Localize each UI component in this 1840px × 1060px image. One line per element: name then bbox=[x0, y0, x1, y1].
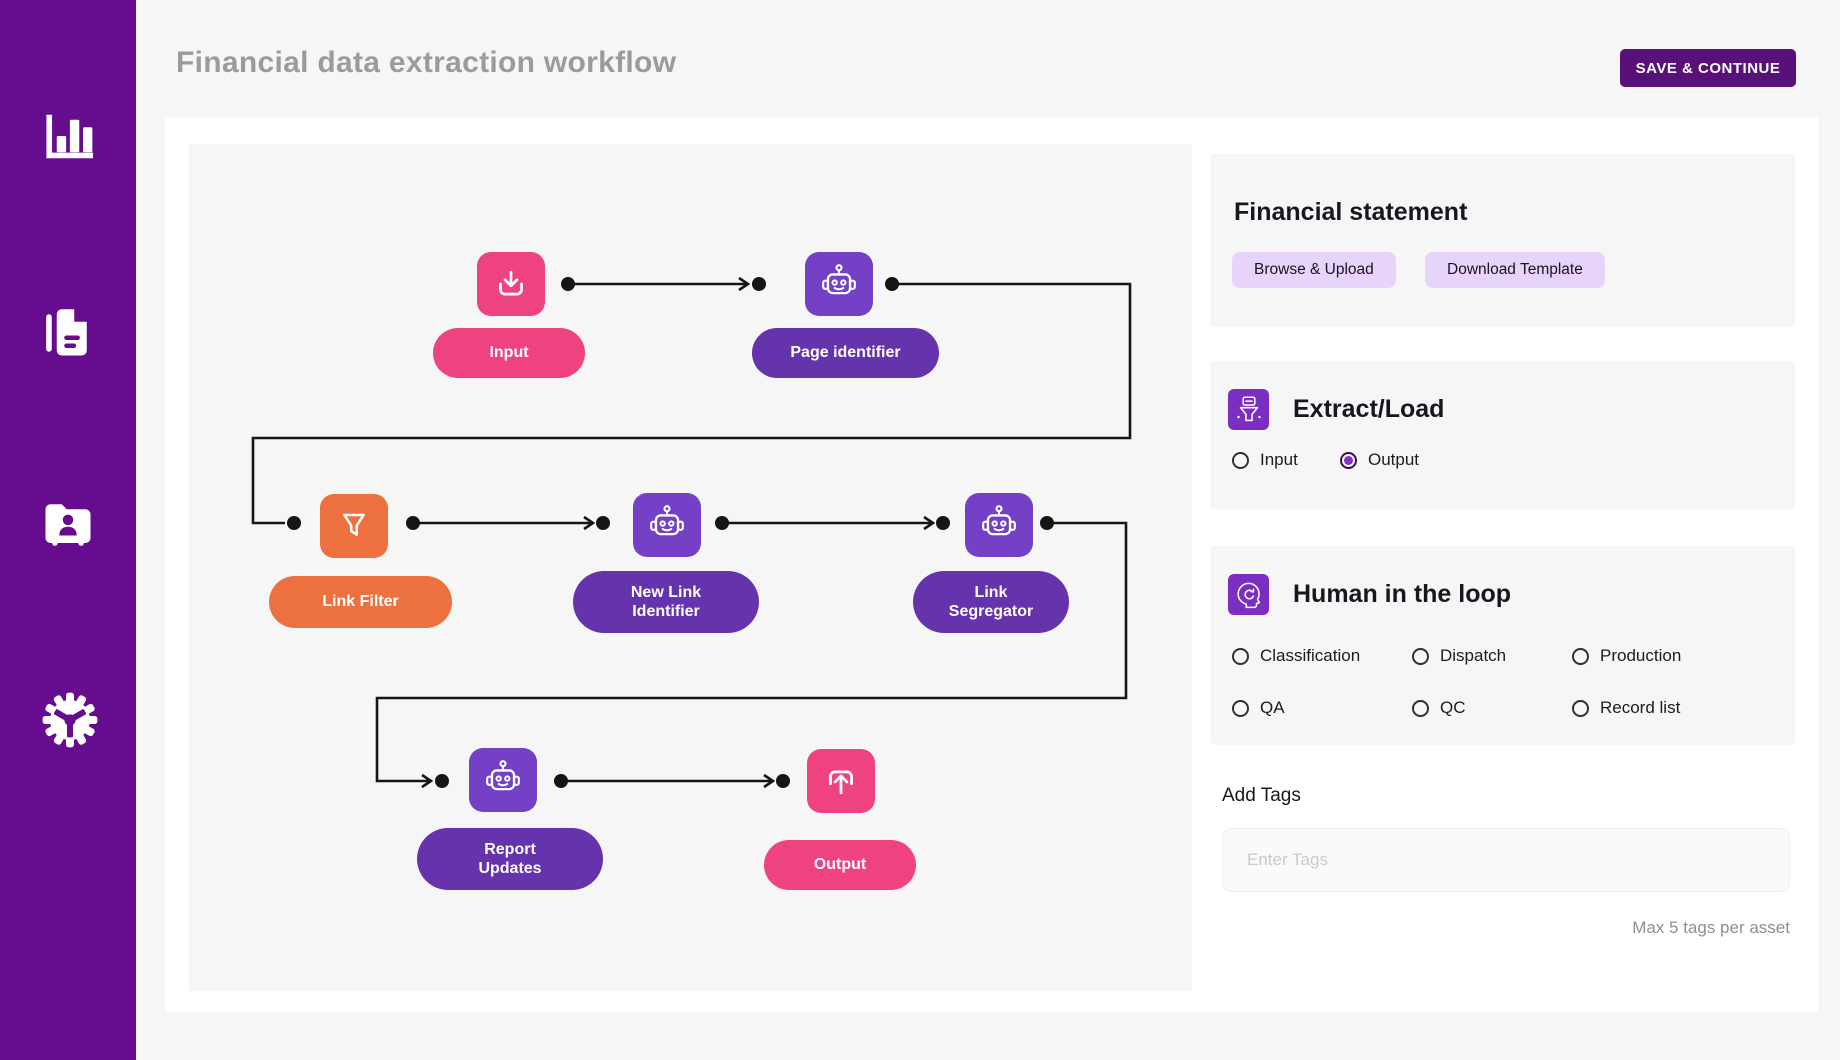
radio-circle bbox=[1412, 699, 1429, 717]
extract-load-card: Extract/Load Input Output bbox=[1210, 361, 1795, 509]
robot-icon bbox=[480, 757, 526, 803]
human-in-loop-icon bbox=[1228, 574, 1269, 615]
financial-statement-title: Financial statement bbox=[1234, 198, 1468, 226]
node-page-identifier-label[interactable]: Page identifier bbox=[752, 328, 939, 378]
node-link-filter-tile[interactable] bbox=[320, 494, 388, 558]
document-icon[interactable] bbox=[38, 303, 98, 363]
extract-load-title: Extract/Load bbox=[1293, 395, 1445, 423]
workflow-connectors bbox=[251, 276, 1132, 789]
download-template-button[interactable]: Download Template bbox=[1425, 252, 1605, 288]
radio-qc[interactable]: QC bbox=[1412, 698, 1466, 718]
robot-icon bbox=[816, 261, 862, 307]
upload-icon bbox=[819, 759, 863, 803]
radio-production[interactable]: Production bbox=[1572, 646, 1681, 666]
financial-statement-card: Financial statement Browse & Upload Down… bbox=[1210, 154, 1795, 327]
robot-icon bbox=[976, 502, 1022, 548]
gear-icon[interactable] bbox=[38, 688, 98, 748]
node-report-updates-label[interactable]: Report Updates bbox=[417, 828, 603, 890]
human-in-the-loop-title: Human in the loop bbox=[1293, 580, 1512, 608]
node-new-link-identifier-label[interactable]: New Link Identifier bbox=[573, 571, 759, 633]
radio-circle bbox=[1340, 451, 1357, 469]
radio-classification[interactable]: Classification bbox=[1232, 646, 1360, 666]
tags-input[interactable] bbox=[1222, 828, 1790, 892]
radio-circle bbox=[1572, 647, 1589, 665]
node-output-label[interactable]: Output bbox=[764, 840, 916, 890]
node-input-tile[interactable] bbox=[477, 252, 545, 316]
sidebar bbox=[0, 0, 136, 1060]
node-link-segregator-label[interactable]: Link Segregator bbox=[913, 571, 1069, 633]
folder-user-icon[interactable] bbox=[38, 493, 98, 553]
workflow-canvas: Input Page identifier bbox=[189, 144, 1192, 991]
radio-circle bbox=[1572, 699, 1589, 717]
node-report-updates-tile[interactable] bbox=[469, 748, 537, 812]
radio-extract-input[interactable]: Input bbox=[1232, 450, 1298, 470]
radio-circle bbox=[1232, 451, 1249, 469]
etl-icon bbox=[1228, 389, 1269, 430]
page-title: Financial data extraction workflow bbox=[176, 46, 677, 79]
save-continue-button[interactable]: SAVE & CONTINUE bbox=[1620, 49, 1796, 87]
radio-extract-output[interactable]: Output bbox=[1340, 450, 1419, 470]
funnel-icon bbox=[332, 504, 376, 548]
node-link-segregator-tile[interactable] bbox=[965, 493, 1033, 557]
bar-chart-icon[interactable] bbox=[38, 106, 98, 166]
download-icon bbox=[489, 262, 533, 306]
radio-circle bbox=[1232, 647, 1249, 665]
add-tags-label: Add Tags bbox=[1222, 785, 1301, 806]
radio-record-list[interactable]: Record list bbox=[1572, 698, 1680, 718]
node-input-label[interactable]: Input bbox=[433, 328, 585, 378]
radio-circle bbox=[1412, 647, 1429, 665]
node-page-identifier-tile[interactable] bbox=[805, 252, 873, 316]
radio-qa[interactable]: QA bbox=[1232, 698, 1285, 718]
browse-upload-button[interactable]: Browse & Upload bbox=[1232, 252, 1396, 288]
node-link-filter-label[interactable]: Link Filter bbox=[269, 576, 452, 628]
tags-helper-text: Max 5 tags per asset bbox=[1632, 918, 1790, 937]
human-in-the-loop-card: Human in the loop Classification Dispatc… bbox=[1210, 546, 1795, 745]
radio-dispatch[interactable]: Dispatch bbox=[1412, 646, 1506, 666]
robot-icon bbox=[644, 502, 690, 548]
node-new-link-identifier-tile[interactable] bbox=[633, 493, 701, 557]
node-output-tile[interactable] bbox=[807, 749, 875, 813]
radio-circle bbox=[1232, 699, 1249, 717]
